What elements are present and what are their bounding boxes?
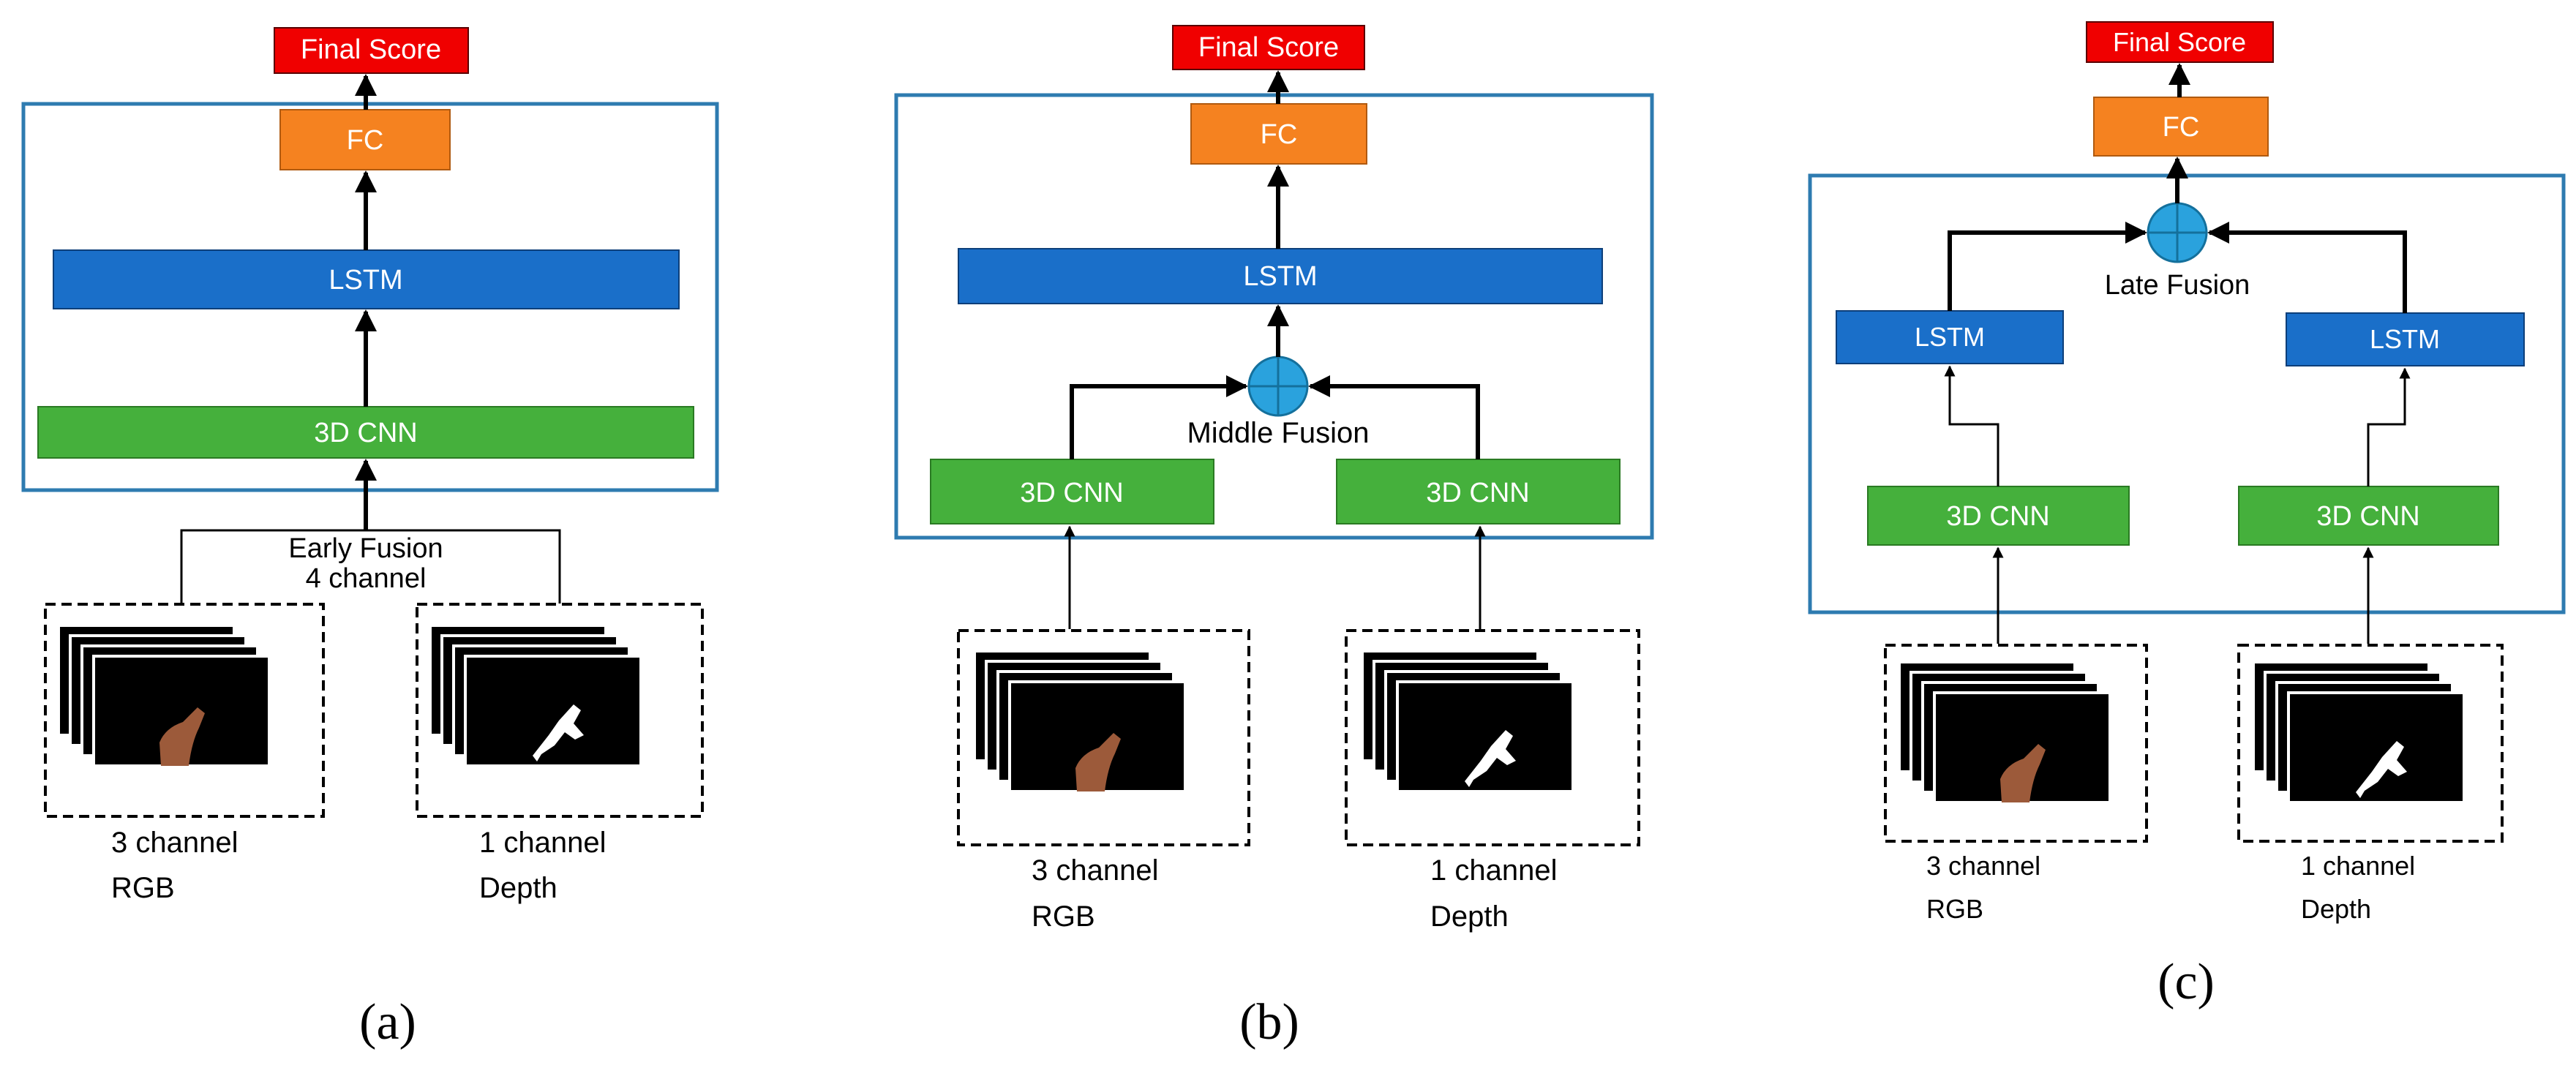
panel-a: Final Score FC LSTM 3D CNN Early Fusion … [21,27,719,1050]
lstm-label: LSTM [2370,324,2440,354]
cnn-box-depth [1336,459,1621,524]
late-fusion-label: Late Fusion [2105,270,2250,301]
lstm-box-depth [2286,312,2525,366]
depth-label: Depth [479,872,557,904]
arrow-cnn-rgb-fusion [1070,375,1248,459]
depth-label: Depth [2301,894,2371,924]
cnn-box-rgb [1867,486,2130,546]
caption-b: (b) [1239,994,1299,1050]
cnn-label: 3D CNN [1946,501,2049,532]
cnn-box [37,406,694,459]
fc-box [2093,97,2269,157]
final-score-label: Final Score [301,34,441,65]
rgb-frame-stack [1898,661,2111,804]
three-channel-label: 3 channel [1032,854,1158,887]
cnn-label: 3D CNN [314,418,417,448]
one-channel-label: 1 channel [479,827,606,859]
lstm-box [958,248,1603,304]
one-channel-label: 1 channel [2301,851,2415,881]
rgb-label: RGB [1926,894,1983,924]
final-score-box [2086,21,2274,63]
panel-c: Final Score FC Late Fusion LSTM LSTM 3D … [1808,21,2566,1010]
panel-b: Final Score FC LSTM Middle Fusion 3D CNN… [894,25,1654,1050]
fc-box [279,109,451,170]
final-score-label: Final Score [1198,32,1339,63]
depth-frame-stack [429,624,642,767]
depth-frame-stack [1361,650,1574,793]
depth-input-box [1345,629,1640,846]
final-score-box [274,27,469,74]
depth-input-box [2237,644,2504,843]
final-score-label: Final Score [2113,27,2246,57]
depth-input-box [416,603,704,818]
caption-a: (a) [359,994,416,1050]
depth-frame-stack [2252,661,2466,804]
rgb-input-box [957,629,1250,846]
arrow-cnn-rgb-lstm [1944,365,1999,486]
fc-label: FC [2163,112,2200,143]
fc-label: FC [347,125,384,156]
fc-label: FC [1261,119,1298,150]
cnn-label: 3D CNN [1020,478,1123,508]
final-score-box [1172,25,1365,70]
three-channel-label: 3 channel [1926,851,2040,881]
arrow-lstm-depth-fusion [2207,222,2407,313]
cnn-label: 3D CNN [2316,501,2419,532]
lstm-label: LSTM [328,265,402,296]
rgb-frame-stack [57,624,271,767]
lstm-label: LSTM [1243,261,1317,292]
arrow-lstm-rgb-fusion [1948,222,2147,311]
fc-box [1190,103,1367,165]
cnn-box-depth [2238,486,2499,546]
depth-label: Depth [1430,900,1509,933]
rgb-input-box [44,603,325,818]
three-channel-label: 3 channel [111,827,238,859]
lstm-label: LSTM [1915,322,1985,352]
rgb-label: RGB [1032,900,1095,933]
rgb-label: RGB [111,872,175,904]
panel-b-frame [894,93,1654,540]
panel-a-frame [21,102,719,492]
cnn-box-rgb [930,459,1214,524]
rgb-frame-stack [973,650,1187,793]
rgb-input-box [1884,644,2148,843]
cnn-label: 3D CNN [1426,478,1529,508]
arrow-cnn-depth-lstm [2367,367,2411,486]
early-fusion-label: Early Fusion [288,533,443,564]
caption-c: (c) [2158,954,2215,1010]
arrow-cnn-depth-fusion [1308,375,1480,459]
middle-fusion-label: Middle Fusion [1187,417,1369,449]
lstm-box-rgb [1836,310,2064,364]
four-channel-label: 4 channel [306,563,427,594]
early-fusion-connector [180,529,561,603]
one-channel-label: 1 channel [1430,854,1557,887]
